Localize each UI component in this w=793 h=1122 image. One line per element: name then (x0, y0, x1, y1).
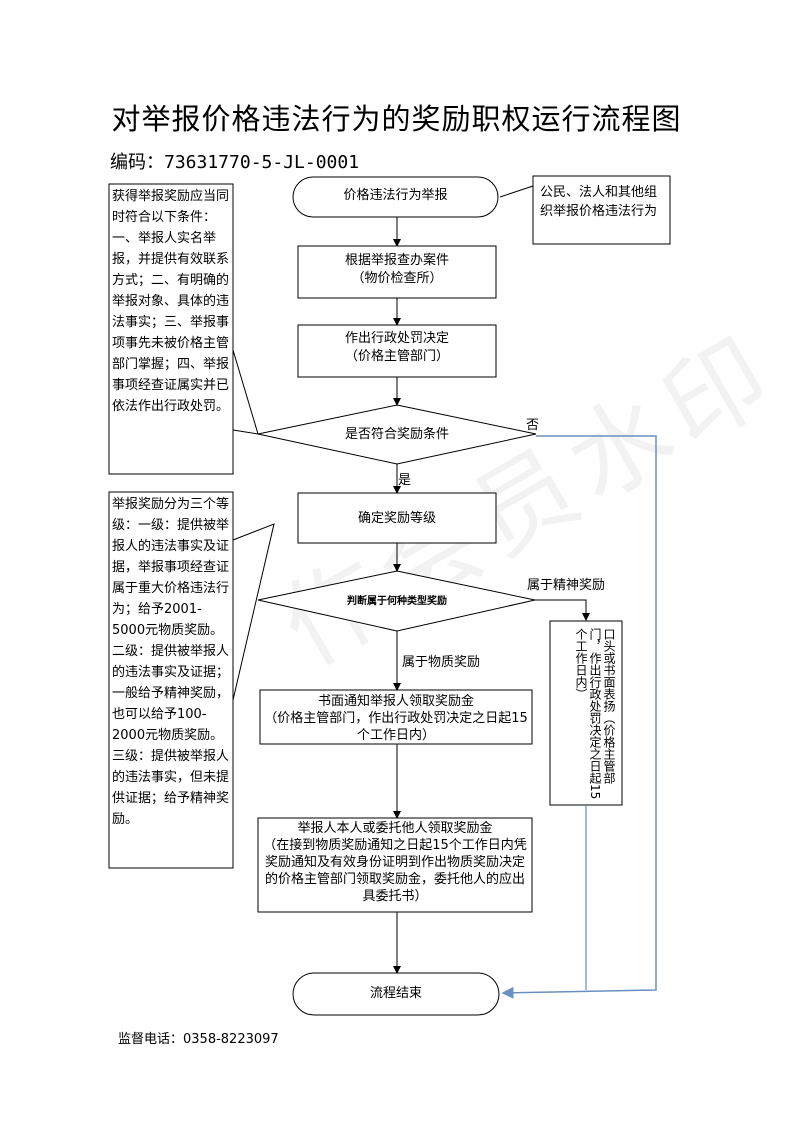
decision-line-2: （价格主管部门） (344, 349, 449, 364)
notify-box (259, 689, 533, 745)
check-diamond-label: 是否符合奖励条件 (344, 427, 449, 442)
start-node (292, 176, 499, 218)
investigate-box (297, 245, 497, 299)
no-branch-line (501, 435, 657, 999)
spiritual-label: 属于精神奖励 (527, 578, 606, 593)
collect-line-2: （在接到物质奖励通知之日起15个工作日内凭奖励通知及有效身份证明到作出物质奖励决… (263, 838, 527, 904)
levels-note-box (108, 491, 234, 869)
grade-box (297, 492, 497, 544)
conditions-note-box (108, 183, 234, 475)
end-node-label: 流程结束 (369, 986, 422, 1001)
source-box (532, 175, 671, 245)
source-connector (499, 185, 534, 198)
levels-callout-pointer (232, 523, 275, 701)
levels-note-text: 举报奖励分为三个等级：一级：提供被举报人的违法事实及证据，举报事项经查证属于重大… (112, 497, 230, 827)
material-label: 属于物质奖励 (402, 655, 481, 670)
start-node-label: 价格违法行为举报 (343, 188, 448, 203)
notify-line-2: （价格主管部门，作出行政处罚决定之日起15个工作日内） (264, 711, 528, 743)
page-title: 对举报价格违法行为的奖励职权运行流程图 (111, 102, 682, 136)
end-node (292, 972, 500, 1016)
type-diamond-label: 判断属于何种类型奖励 (347, 596, 447, 607)
decision-box (297, 324, 497, 378)
arrow-type-spirit (535, 599, 590, 621)
notify-line-1: 书面通知举报人领取奖励金 (317, 694, 474, 709)
yes-label: 是 (398, 473, 412, 488)
spirit-box-label: 口头或书面表扬（价格主管部门，作出行政处罚决定之日起15个工作日内） (574, 628, 616, 800)
collect-line-1: 举报人本人或委托他人领取奖励金 (297, 821, 493, 836)
grade-box-label: 确定奖励等级 (357, 511, 436, 526)
no-label: 否 (526, 418, 540, 433)
collect-box (257, 817, 533, 913)
decision-line-1: 作出行政处罚决定 (344, 331, 449, 346)
investigate-line-2: （物价检查所） (351, 271, 443, 286)
investigate-line-1: 根据举报查办案件 (344, 253, 449, 268)
spirit-box (549, 620, 623, 806)
document-code: 编码：73631770-5-JL-0001 (110, 152, 360, 173)
source-box-label: 公民、法人和其他组织举报价格违法行为 (540, 185, 658, 219)
supervision-phone: 监督电话：0358-8223097 (118, 1032, 279, 1047)
conditions-callout-pointer (232, 349, 259, 435)
conditions-note-text: 获得举报奖励应当同时符合以下条件：一、举报人实名举报，并提供有效联系方式；二、有… (112, 189, 230, 414)
